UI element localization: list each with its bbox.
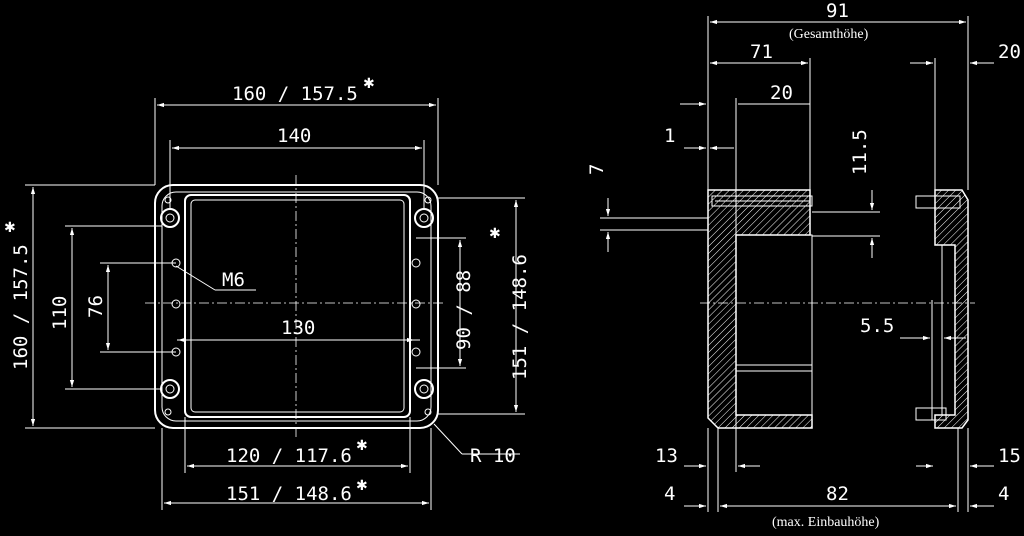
dim-top-outer: 160 / 157.5 <box>232 83 358 105</box>
dim-82: 82 <box>826 483 849 505</box>
dim-20-top: 20 <box>770 82 793 104</box>
star-mark-3: ✱ <box>356 479 368 494</box>
dim-right-outer: 151 / 148.6 <box>509 254 531 380</box>
dim-4-right: 4 <box>998 483 1009 505</box>
dim-13: 13 <box>655 445 678 467</box>
dim-4-left: 4 <box>664 483 675 505</box>
dim-7: 7 <box>586 164 608 175</box>
lid-opening <box>184 194 411 418</box>
dim-total: 91 <box>826 0 849 22</box>
lid-step <box>190 199 405 413</box>
lid-section-right <box>934 189 969 429</box>
dim-71: 71 <box>750 41 773 63</box>
dim-left-holes: 110 <box>49 296 71 330</box>
star-mark-5: ✱ <box>489 227 501 242</box>
mounting-points <box>164 196 432 416</box>
dim-82-note: (max. Einbauhöhe) <box>772 515 880 530</box>
star-mark-4: ✱ <box>4 221 16 236</box>
dim-right-inner: 90 / 88 <box>453 270 475 350</box>
front-view: 160 / 157.5 ✱ 140 130 120 / 117.6 ✱ 151 … <box>4 77 531 510</box>
housing-section-left <box>707 189 813 429</box>
dim-left-outer: 160 / 157.5 <box>10 244 32 370</box>
dim-1: 1 <box>664 125 675 147</box>
dim-20-right: 20 <box>998 41 1021 63</box>
dim-holes: 140 <box>277 125 311 147</box>
star-mark-2: ✱ <box>356 439 368 454</box>
dim-15: 15 <box>998 445 1021 467</box>
dim-left-inner: 76 <box>85 295 107 318</box>
dim-bottom-inner: 120 / 117.6 <box>226 445 352 467</box>
housing-outline <box>154 184 439 429</box>
dim-bottom-outer: 151 / 148.6 <box>226 483 352 505</box>
dim-inner: 130 <box>281 317 315 339</box>
housing-body <box>735 234 813 429</box>
dim-11-5: 11.5 <box>849 129 871 175</box>
dim-total-note: (Gesamthöhe) <box>789 27 869 42</box>
dim-5-5: 5.5 <box>860 315 894 337</box>
lid-screw <box>711 195 813 207</box>
housing-inner-outline <box>161 191 432 422</box>
star-mark-1: ✱ <box>363 77 375 92</box>
thread-label: M6 <box>222 269 245 291</box>
corner-holes <box>160 208 434 399</box>
radius-label: R 10 <box>470 445 516 467</box>
side-view: 91 (Gesamthöhe) 71 20 20 1 7 11.5 <box>586 0 1021 530</box>
